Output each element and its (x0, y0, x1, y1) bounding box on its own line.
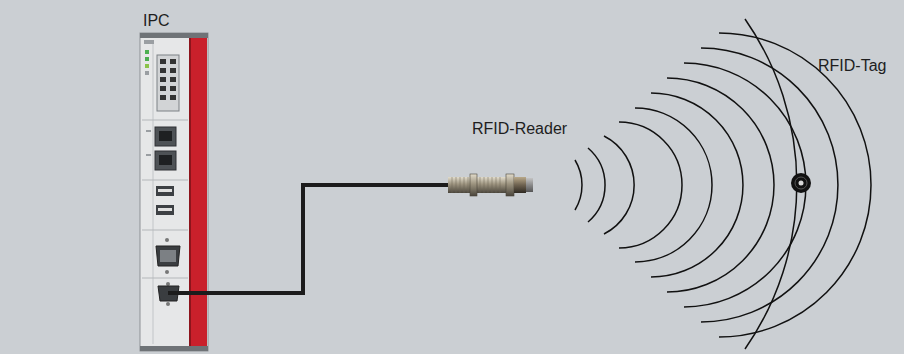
node-label: IPC (143, 12, 170, 30)
thread-part (468, 177, 469, 193)
dvi-port-part (156, 246, 180, 266)
cable-stub (168, 291, 210, 295)
reader-node: RFID-Reader (448, 116, 573, 195)
ipc-device-part (144, 40, 154, 44)
terminal-block-part (160, 59, 166, 64)
terminal-block (157, 55, 179, 111)
terminal-block-part (160, 77, 166, 82)
rfid-tag (791, 173, 811, 193)
serial-port-part (166, 302, 170, 306)
thread-part (480, 177, 481, 193)
status-leds (145, 50, 149, 75)
ipc-device-part (142, 230, 188, 231)
reader-sensor-part (506, 174, 514, 196)
terminal-block-part (170, 86, 176, 91)
radio-waves-part (719, 33, 871, 337)
thread-part (456, 177, 457, 193)
radio-waves-part (745, 19, 797, 349)
terminal-block-part (170, 68, 176, 73)
ethernet-ports-part (159, 155, 172, 165)
thread-part (496, 177, 497, 193)
thread-part (500, 177, 501, 193)
terminal-block-part (160, 95, 166, 100)
terminal-block-part (170, 95, 176, 100)
radio-waves-part (651, 93, 743, 277)
ethernet-ports-part (159, 131, 172, 141)
terminal-block-part (160, 86, 166, 91)
radio-waves-part (619, 122, 682, 248)
reader-sensor-part (526, 178, 533, 192)
radio-waves-part (667, 78, 774, 292)
ipc-device (140, 33, 210, 351)
usb-ports (156, 186, 174, 215)
ethernet-ports-part (155, 127, 176, 146)
thread-part (492, 177, 493, 193)
usb-ports-part (158, 208, 172, 211)
cable (210, 185, 448, 293)
ethernet-ports-part (146, 154, 151, 156)
radio-waves-part (635, 108, 712, 262)
radio-waves-part (575, 160, 582, 210)
ipc-device-part (142, 278, 188, 279)
ipc-device-part (189, 38, 191, 346)
usb-ports-part (156, 205, 174, 215)
radio-waves-part (588, 148, 605, 222)
rfid-tag-part (791, 173, 811, 193)
status-leds-part (145, 71, 149, 75)
thread-part (488, 177, 489, 193)
device-node: IPC (138, 8, 210, 352)
node-label: RFID-Tag (818, 57, 886, 75)
terminal-block-part (170, 77, 176, 82)
rfid-tag-part (799, 181, 804, 186)
ipc-device-part (140, 33, 208, 351)
radio-waves-part (604, 136, 634, 234)
dvi-port-part (165, 238, 169, 242)
radio-waves-part (684, 63, 806, 307)
status-leds-part (145, 57, 149, 61)
terminal-block-part (170, 59, 176, 64)
ethernet-ports (146, 127, 176, 170)
thread-part (452, 177, 453, 193)
ipc-device-part (153, 40, 154, 344)
dvi-port (156, 238, 180, 274)
thread-part (484, 177, 485, 193)
node-label: RFID-Reader (472, 120, 567, 138)
dvi-port-part (160, 250, 176, 262)
thread-part (464, 177, 465, 193)
usb-ports-part (156, 186, 174, 196)
radio-waves-part (701, 48, 838, 322)
tag-node: RFID-Tag (790, 53, 890, 196)
rfid-tag-part (795, 177, 807, 189)
status-leds-part (145, 64, 149, 68)
reader-sensor (448, 174, 533, 196)
ipc-device-part (189, 38, 207, 346)
ipc-device-part (140, 33, 208, 38)
terminal-block-part (160, 68, 166, 73)
ethernet-ports-part (155, 151, 176, 170)
ipc-device-part (142, 120, 188, 121)
usb-ports-part (158, 189, 172, 192)
status-leds-part (145, 50, 149, 54)
reader-sensor-part (514, 177, 526, 193)
dvi-port-part (165, 270, 169, 274)
ethernet-ports-part (146, 130, 151, 132)
terminal-block-part (157, 55, 179, 111)
reader-sensor-part (470, 174, 477, 196)
thread-part (460, 177, 461, 193)
ipc-device-part (140, 346, 208, 351)
serial-port-part (166, 282, 170, 286)
ipc-device-part (142, 180, 188, 181)
